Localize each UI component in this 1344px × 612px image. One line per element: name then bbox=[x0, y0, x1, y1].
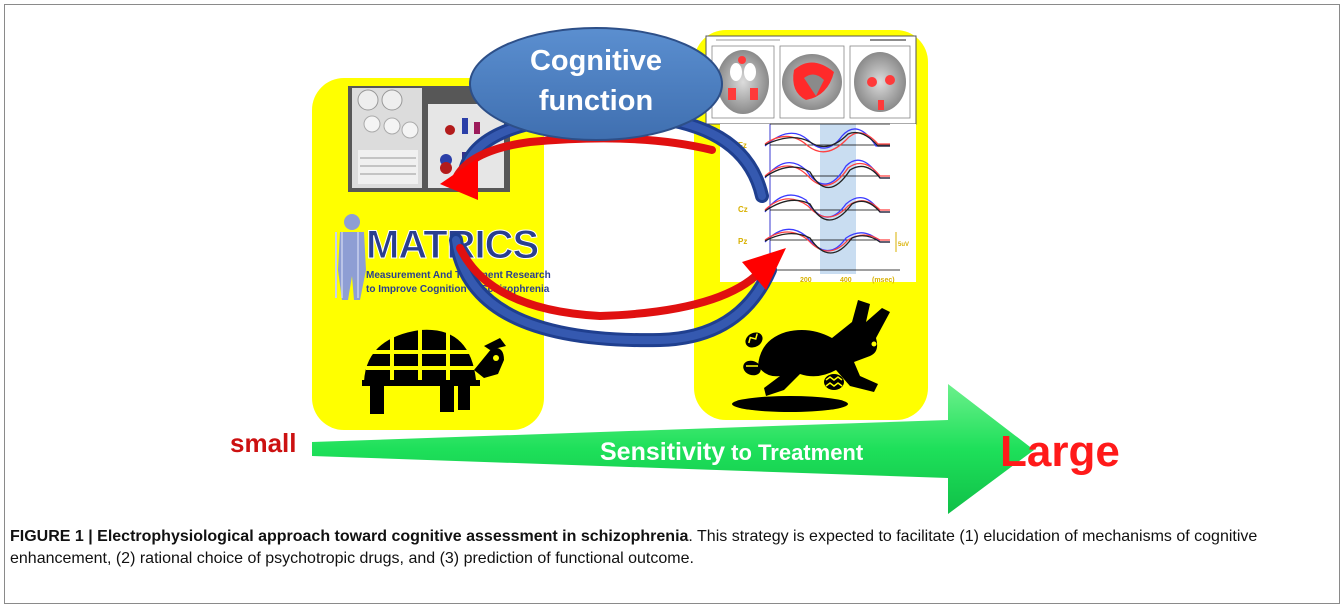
rabbit-icon bbox=[732, 300, 890, 412]
sensitivity-arrow: Sensitivity to Treatment bbox=[312, 384, 1034, 514]
bubble-line2: function bbox=[539, 85, 653, 117]
erp-tick-200: 200 bbox=[800, 277, 812, 284]
large-label: Large bbox=[1000, 427, 1120, 476]
red-arrowhead-right bbox=[742, 248, 786, 290]
erp-traces bbox=[764, 128, 890, 254]
matrics-title: MATRICS bbox=[366, 223, 539, 267]
matrics-subtitle-line1: Measurement And Treatment Research bbox=[366, 270, 551, 281]
erp-scale-label: 5uV bbox=[898, 242, 909, 248]
figure-frame bbox=[4, 4, 1340, 604]
caption-title: FIGURE 1 | Electrophysiological approach… bbox=[10, 528, 689, 545]
red-arrowhead-left bbox=[440, 158, 478, 200]
caption-text: . This strategy is expected to facilitat… bbox=[10, 528, 1258, 567]
arrow-label-sensitivity: Sensitivity bbox=[600, 438, 725, 466]
small-label: small bbox=[230, 428, 297, 458]
arrow-label: Sensitivity to Treatment bbox=[600, 438, 864, 466]
erp-tick-400: 400 bbox=[840, 277, 852, 284]
figure-caption: FIGURE 1 | Electrophysiological approach… bbox=[10, 526, 1310, 570]
erp-tick-msec: (msec) bbox=[872, 277, 895, 284]
arrow-label-treatment: to Treatment bbox=[725, 440, 864, 465]
erp-channel-cz: Cz bbox=[738, 205, 748, 214]
erp-channel-fz: Fz bbox=[738, 141, 747, 150]
easter-egg-icons bbox=[743, 332, 844, 390]
matrics-subtitle-line2: to Improve Cognition in Schizophrenia bbox=[366, 284, 550, 295]
brain-scan-panel bbox=[705, 35, 917, 125]
erp-waveform-panel: Fz Cz Pz 200 400 (msec) 5uV bbox=[720, 123, 916, 284]
cognitive-function-bubble: Cognitive function bbox=[469, 27, 723, 141]
matrics-logo: MATRICS Measurement And Treatment Resear… bbox=[322, 212, 551, 318]
erp-channel-pz: Pz bbox=[738, 237, 747, 246]
person-silhouette-icon bbox=[335, 214, 366, 300]
bubble-line1: Cognitive bbox=[530, 45, 662, 77]
tortoise-icon bbox=[362, 328, 506, 414]
figure-diagram: MATRICS Measurement And Treatment Resear… bbox=[230, 27, 1120, 514]
